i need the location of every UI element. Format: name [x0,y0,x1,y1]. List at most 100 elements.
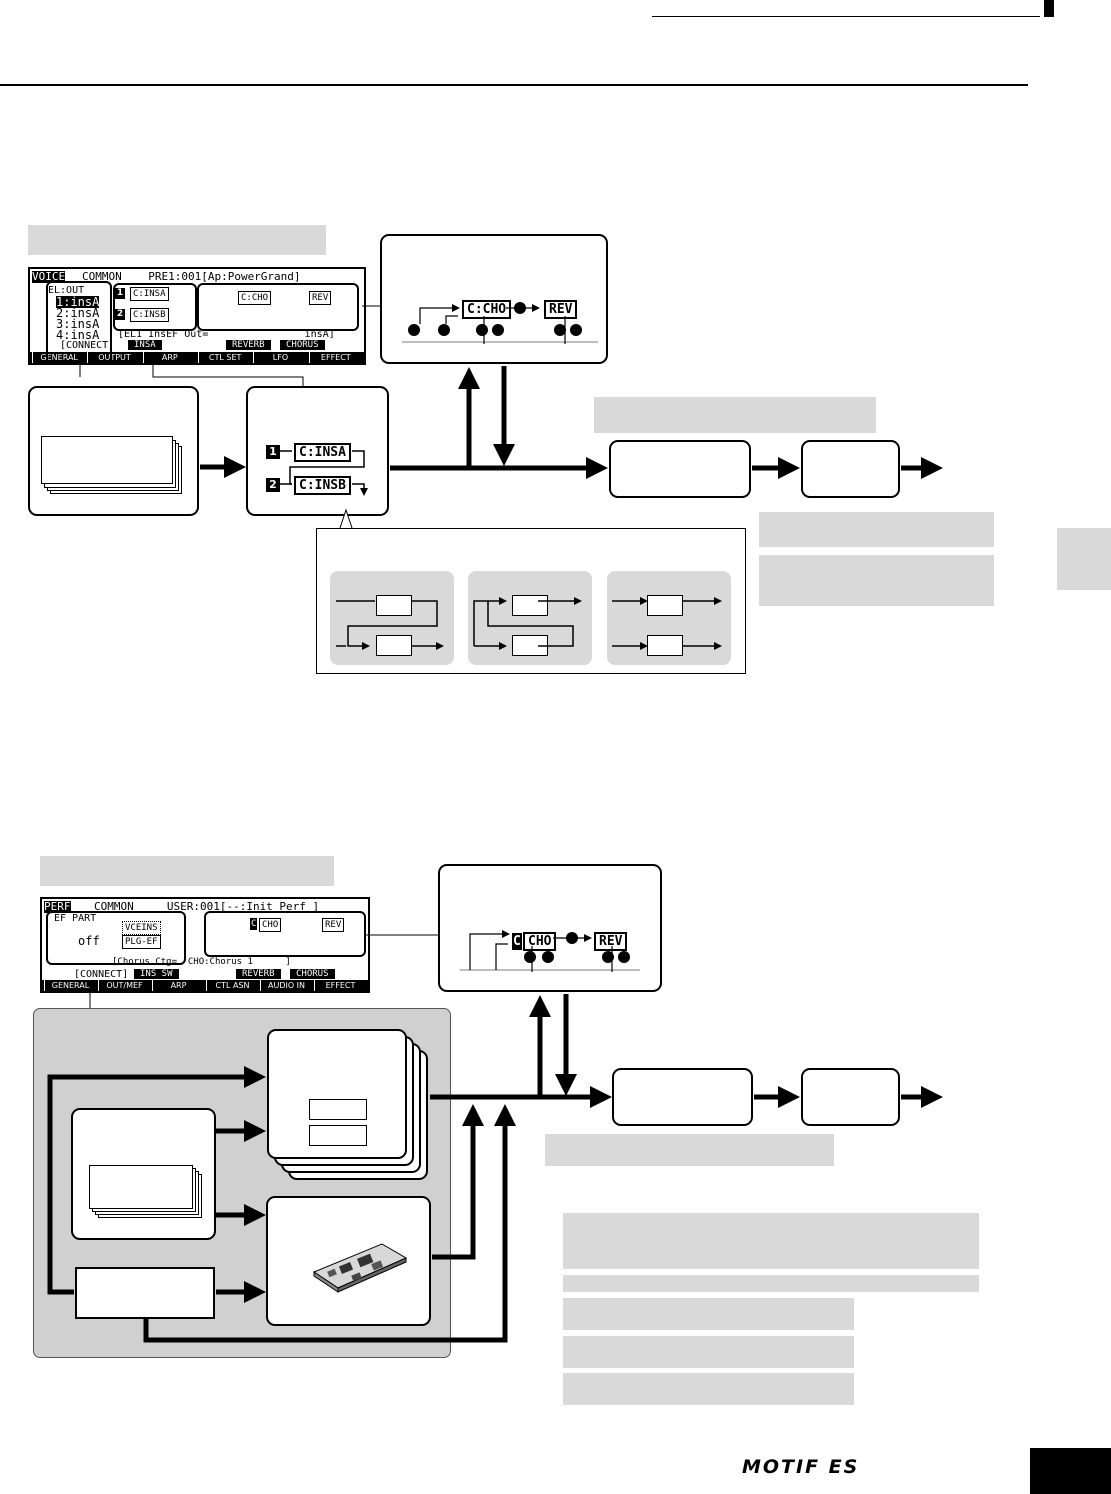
header-rule-long [0,84,1028,86]
side-tab [1057,528,1111,590]
page-number-block [1030,1448,1111,1494]
perf-tab-effect[interactable]: EFFECT [314,980,366,991]
perf-part-ins-b [309,1125,367,1146]
voice-element-1[interactable]: 1:insA [56,295,100,309]
brand-logo: MOTIF ES [742,1456,860,1478]
perf-zoom-cho: CHO [523,932,557,951]
perf-lcd-cho: CHO [259,918,282,932]
perf-lcd-sys-highlight [204,911,366,957]
perf-plugin-board-box [266,1196,431,1326]
voice-lcd-num-1: 1 [115,288,125,299]
perf-connect-label: [CONNECT] [74,969,129,980]
voice-el-out-title: EL:OUT [48,285,85,296]
voice-top-line: COMMON PRE1:001[Ap:PowerGrand] [82,270,301,283]
perf-note-bar-1 [563,1213,979,1269]
voice-output-block-1 [609,440,751,498]
voice-tab-effect[interactable]: EFFECT [308,352,362,363]
voice-element-card-1 [41,436,173,484]
voice-lcd-insb: C:INSB [130,308,169,322]
perf-output-block-1 [612,1068,753,1126]
voice-mid-tab-insa[interactable]: INSA [128,340,162,350]
parallel-effect-a [647,595,683,616]
perf-zoom-rev: REV [594,932,628,951]
perf-vce-ins: VCEINS [122,921,161,935]
voice-insertion-wiring [278,450,368,496]
perf-tab-bar: GENERAL OUT/MEF ARP CTL ASN AUDIO IN EFF… [42,980,368,991]
serial-effect-a [376,595,412,616]
voice-element-3[interactable]: 3:insA [56,317,100,331]
voice-mode-tab: VOICE [32,270,66,283]
voice-lcd-cho: C:CHO [238,291,272,305]
perf-top-line: COMMON USER:001[--:Init Perf ] [94,900,320,913]
perf-mid-tab-reverb[interactable]: REVERB [236,969,281,979]
perf-zoom-cho-prefix: C [512,933,522,950]
connection-types-callout [316,528,746,674]
voice-insert-line: [EL1 InsEF Out= insA] [118,329,335,340]
voice-output-block-2 [801,440,900,498]
perf-output-block-2 [801,1068,900,1126]
voice-lcd-sys-highlight [197,283,359,331]
perf-tab-arp[interactable]: ARP [152,980,204,991]
voice-tab-general[interactable]: GENERAL [32,352,86,363]
voice-element-4[interactable]: 4:insA [56,328,100,342]
perf-part-card-1 [267,1029,407,1159]
voice-lcd-el-highlight [46,281,112,363]
perf-chain-caption [545,1134,834,1166]
voice-ins-num-1: 1 [266,445,280,459]
voice-lcd-screen: VOICE COMMON PRE1:001[Ap:PowerGrand] EL:… [28,267,366,365]
voice-tab-arp[interactable]: ARP [142,352,196,363]
voice-mid-tab-chorus[interactable]: CHORUS [280,340,325,350]
header-marker [1044,0,1054,17]
voice-connect-label: [CONNECT] [60,340,115,351]
perf-lcd-rev: REV [322,918,345,932]
voice-tab-lfo[interactable]: LFO [253,352,307,363]
perf-note-bar-4 [563,1336,854,1368]
voice-mid-tab-reverb[interactable]: REVERB [226,340,271,350]
connection-parallel-wiring [612,597,722,650]
perf-tab-out-mef[interactable]: OUT/MEF [98,980,150,991]
connection-serial-panel [330,571,454,665]
perf-ef-value[interactable]: off [78,934,100,948]
perf-lcd-cho-prefix: C [250,918,258,930]
voice-zoom-cho: C:CHO [462,300,512,319]
voice-caption-bar [28,225,326,255]
plugin-board-icon [312,1243,408,1293]
perf-tab-general[interactable]: GENERAL [44,980,96,991]
perf-ef-part: EF PART [54,913,97,924]
perf-caption-bar [40,856,334,886]
perf-tab-audio-in[interactable]: AUDIO IN [260,980,312,991]
voice-lcd-rev: REV [309,291,332,305]
voice-lcd-insa: C:INSA [130,287,169,301]
voice-note-bar-2 [759,555,994,606]
connection-serial-wiring [336,600,444,650]
perf-mid-tab-ins-sw[interactable]: INS SW [134,969,179,979]
voice-element-2[interactable]: 2:insA [56,306,100,320]
voice-elements-box [28,386,199,516]
voice-lcd-num-2: 2 [115,309,125,320]
voice-note-bar-1 [759,512,994,547]
voice-tab-output[interactable]: OUTPUT [87,352,141,363]
perf-mode-tab: PERF [44,900,71,913]
perf-part-ins-a [309,1099,367,1120]
perf-lcd-ef-highlight [46,911,186,965]
perf-mid-tab-chorus[interactable]: CHORUS [290,969,335,979]
perf-note-bar-2 [563,1275,979,1292]
voice-lcd-ins-highlight [113,283,197,331]
voice-zoom-rev: REV [544,300,578,319]
perf-plg-ef: PLG-EF [122,935,161,949]
perf-elements-box [71,1108,216,1240]
perf-lcd-screen: PERF COMMON USER:001[--:Init Perf ] EF P… [40,897,370,993]
voice-ins-num-2: 2 [266,478,280,492]
perf-tab-ctl-asn[interactable]: CTL ASN [206,980,258,991]
perf-zoom-wiring [460,930,640,972]
voice-ins-insa: C:INSA [294,443,351,462]
connection-reverse-wiring [473,597,582,650]
voice-tab-ctl-set[interactable]: CTL SET [197,352,252,363]
voice-ins-insb: C:INSB [294,476,351,495]
perf-system-effect-zoom: C CHO REV [438,864,662,992]
voice-tab-bar: GENERAL OUTPUT ARP CTL SET LFO EFFECT [30,352,364,363]
perf-audio-input-box [75,1267,215,1319]
perf-note-bar-5 [563,1373,854,1405]
